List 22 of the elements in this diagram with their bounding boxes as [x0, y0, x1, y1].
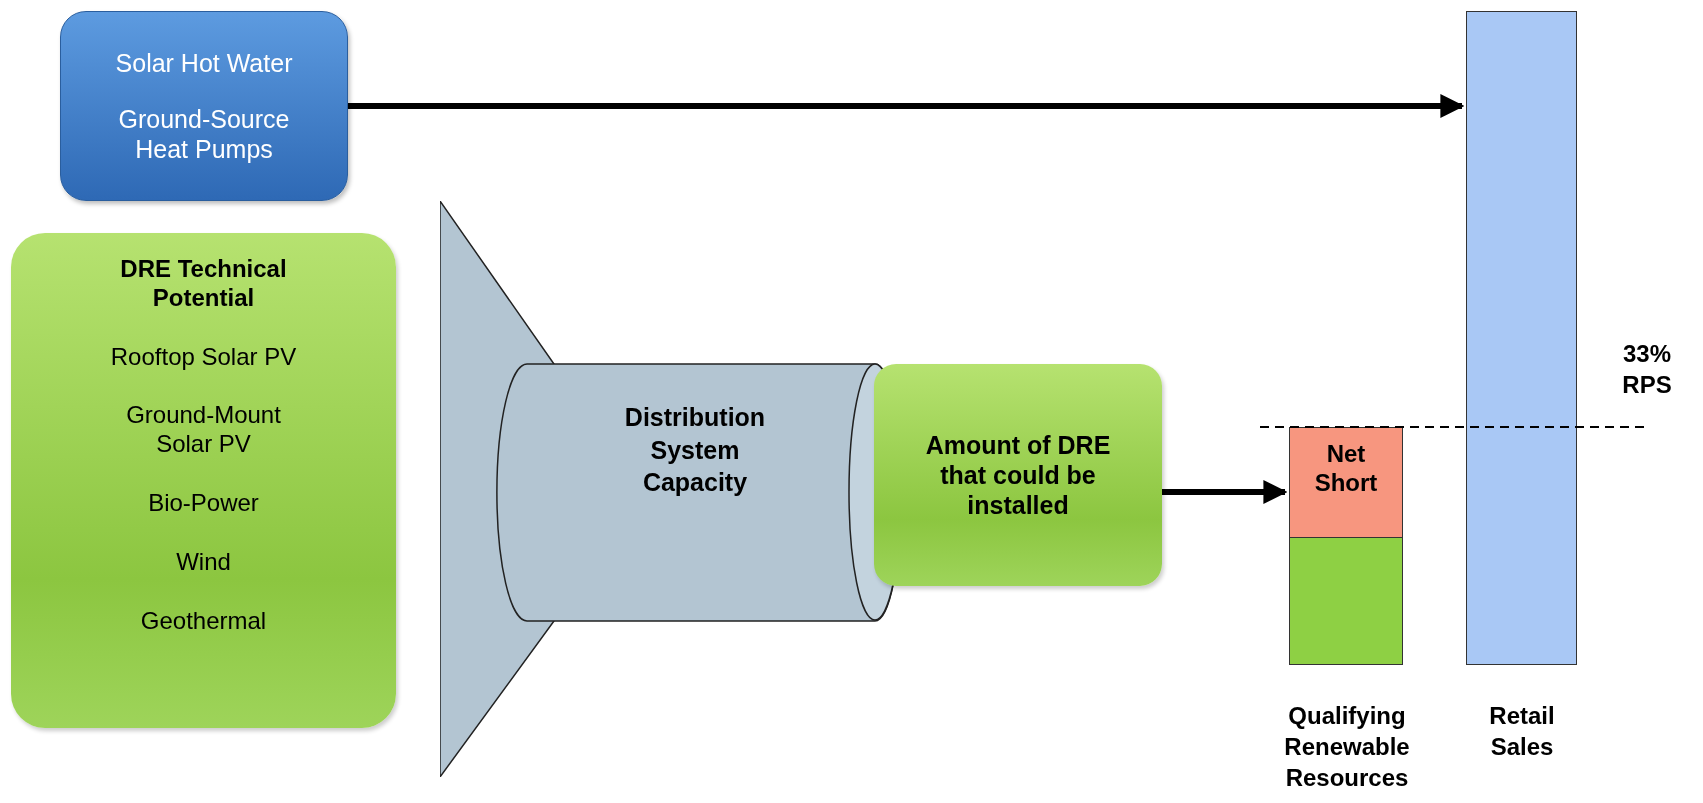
process-box [60, 11, 348, 201]
bar [1466, 11, 1577, 665]
node-label: Ground-Mount Solar PV [125, 401, 282, 459]
node-label: Rooftop Solar PV [110, 342, 297, 372]
target-label: 33% RPS [1621, 339, 1673, 401]
node-label: Distribution System Capacity [623, 402, 767, 498]
bar-segment [1289, 538, 1403, 665]
arrow [348, 94, 1465, 118]
arrow [1162, 480, 1288, 504]
node-label: Amount of DRE that could be installed [924, 430, 1112, 520]
bar-segment [1289, 427, 1403, 538]
node-label: Ground-Source Heat Pumps [117, 104, 291, 164]
bar-caption: Qualifying Renewable Resources [1283, 701, 1411, 794]
heading: DRE Technical Potential [119, 255, 288, 313]
rounded-box [874, 364, 1162, 586]
node-label: Bio-Power [148, 489, 259, 518]
rounded-box [11, 233, 396, 728]
node-label: Solar Hot Water [115, 48, 293, 78]
node-label: Wind [176, 547, 231, 577]
node-label: Net Short [1313, 440, 1379, 498]
node-label: Geothermal [140, 606, 267, 636]
bar-caption: Retail Sales [1488, 701, 1556, 763]
